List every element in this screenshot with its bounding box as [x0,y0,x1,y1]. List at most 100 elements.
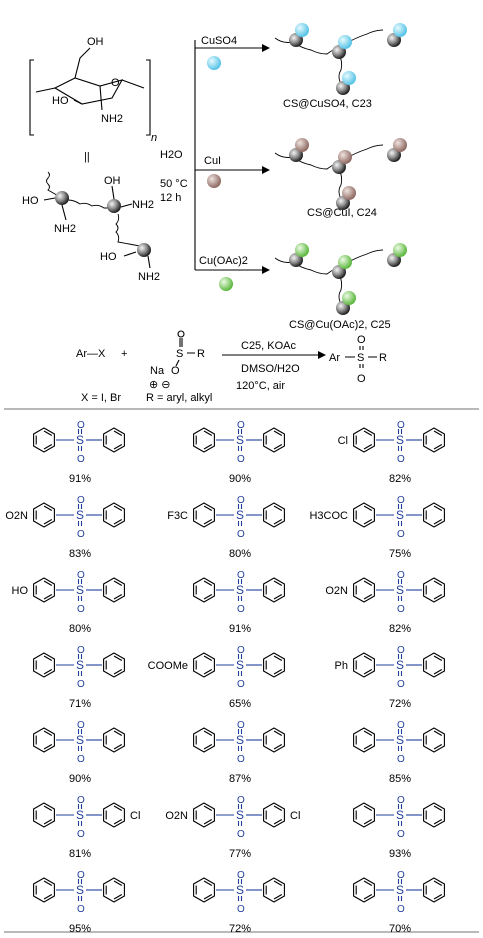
yield-label: 95% [69,923,91,935]
oxygen-atom: O [237,604,245,615]
benzene-ring [423,802,445,828]
double-bond [273,444,283,450]
double-bond [273,819,283,825]
double-bond [273,430,283,436]
double-bond [363,805,373,811]
composite-3 [274,243,407,315]
oxygen-atom: O [77,570,85,581]
benzene-ring [353,502,375,528]
benzene-ring [353,577,375,603]
double-bond [203,744,213,750]
benzene-ring [193,502,215,528]
so-bonds [237,429,243,451]
double-bond [363,669,373,675]
left-substituent: COOMe [148,660,188,672]
product-grid: SOO91%SOO90%SOOCl82%SOOO2N83%SOOF3C80%SO… [5,420,445,935]
double-bond [113,744,123,750]
benzene-ring [33,577,55,603]
reactant-o: O [171,365,180,377]
double-bond [203,894,213,900]
so-bonds [237,804,243,826]
conditions-temp-air: 120°C, air [236,380,285,392]
double-bond [203,505,213,511]
left-substituent: O2N [165,810,188,822]
oxygen-atom: O [397,570,405,581]
composite-2 [274,138,407,210]
oxygen-atom: O [237,754,245,765]
sulfur-atom: S [396,508,404,522]
product-label-c24: CS@CuI, C24 [307,207,377,219]
double-bond [203,669,213,675]
double-bond [433,819,443,825]
sulfur-atom: S [236,658,244,672]
condition-temperature: 50 °C [160,178,188,190]
benzene-ring [103,577,125,603]
benzene-ring [193,652,215,678]
so-bonds [77,804,83,826]
cuoac2-sphere [219,277,233,291]
benzene-ring [33,427,55,453]
double-bond [43,894,53,900]
double-bond [433,744,443,750]
benzene-ring [33,652,55,678]
so-bonds [237,504,243,526]
double-bond [363,894,373,900]
double-bond [113,594,123,600]
double-bond [273,744,283,750]
double-bond [203,805,213,811]
benzene-ring [423,502,445,528]
label-nh2: NH2 [54,223,76,235]
oxygen-atom: O [397,420,405,431]
label-ho: HO [52,95,69,107]
double-bond [43,730,53,736]
oxygen-atom: O [397,529,405,540]
oxygen-atom: O [237,420,245,431]
double-bond [433,430,443,436]
oxygen-atom: O [397,454,405,465]
double-bond [43,594,53,600]
yield-label: 87% [229,773,251,785]
so-bonds [77,429,83,451]
condition-time: 12 h [160,192,181,204]
double-bond [363,430,373,436]
yield-label: 65% [229,698,251,710]
yield-label: 70% [389,923,411,935]
left-substituent: Ph [335,660,348,672]
so-bonds [77,729,83,751]
label-ho: HO [100,251,117,263]
double-bond [433,894,443,900]
double-bond [113,880,123,886]
double-bond [113,505,123,511]
oxygen-atom: O [397,904,405,915]
repeat-subscript: n [151,132,157,144]
yield-label: 85% [389,773,411,785]
sulfur-atom: S [76,808,84,822]
benzene-ring [33,502,55,528]
copper-sphere [342,291,356,305]
equals-sign: || [84,151,90,163]
double-bond [433,594,443,600]
copper-sphere [295,23,309,37]
note-r: R = aryl, alkyl [146,392,212,404]
product-r: R [379,352,387,364]
copper-sphere [338,150,352,164]
double-bond [43,819,53,825]
chitosan-monomer: n OH O HO NH2 || [29,36,157,163]
double-bond [203,819,213,825]
oxygen-atom: O [397,720,405,731]
sulfur-atom: S [396,583,404,597]
conditions: H2O 50 °C 12 h [160,149,188,204]
note-x: X = I, Br [81,392,121,404]
benzene-ring [353,802,375,828]
oxygen-atom: O [397,495,405,506]
sulfur-atom: S [236,583,244,597]
benzene-ring [103,502,125,528]
label-oh-top: OH [87,36,104,48]
yield-label: 91% [69,473,91,485]
